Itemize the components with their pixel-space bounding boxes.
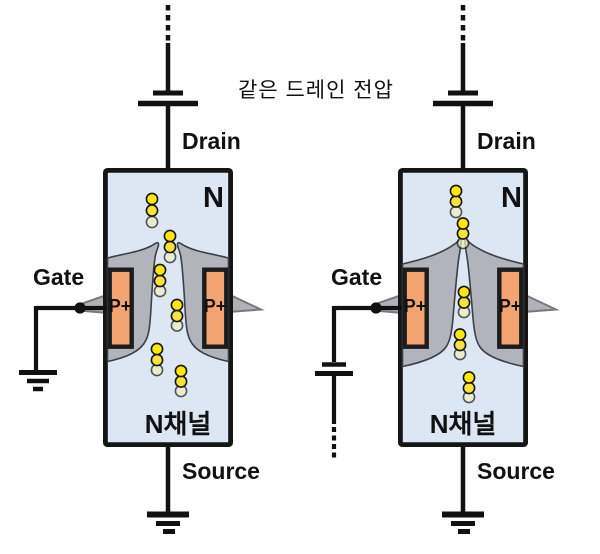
n-region-label-right: N [501,182,522,214]
p-plus-region-left [402,267,429,349]
p-plus-label-left-left: P+ [108,296,132,316]
p-plus-region-left [107,267,134,349]
drain-circuit [433,5,493,170]
caption-same-drain-voltage: 같은 드레인 전압 [238,79,394,102]
p-plus-label-left-right: P+ [203,296,227,316]
left-transistor [19,5,265,534]
drain-label-right: Drain [477,128,536,154]
p-plus-region-right [497,267,524,349]
electron-flow [145,192,188,398]
drain-circuit [138,5,198,170]
gate-circuit [19,302,107,392]
p-plus-label-right-left: P+ [403,296,427,316]
p-plus-region-right [202,267,229,349]
n-channel-label-right: N채널 [429,409,497,439]
source-label-right: Source [477,458,555,484]
junction-dot [74,302,86,314]
drain-label-left: Drain [182,128,241,154]
electron-flow [449,184,476,404]
n-channel-label-left: N채널 [144,409,212,439]
right-transistor [315,5,560,534]
gate-label-right: Gate [331,264,383,290]
p-plus-label-right-right: P+ [498,296,522,316]
source-label-left: Source [182,458,260,484]
source-circuit [442,445,484,534]
gate-label-left: Gate [33,264,85,290]
n-region-label-left: N [203,182,224,214]
source-circuit [147,445,189,534]
gate-circuit [315,302,402,459]
junction-dot [370,302,382,314]
